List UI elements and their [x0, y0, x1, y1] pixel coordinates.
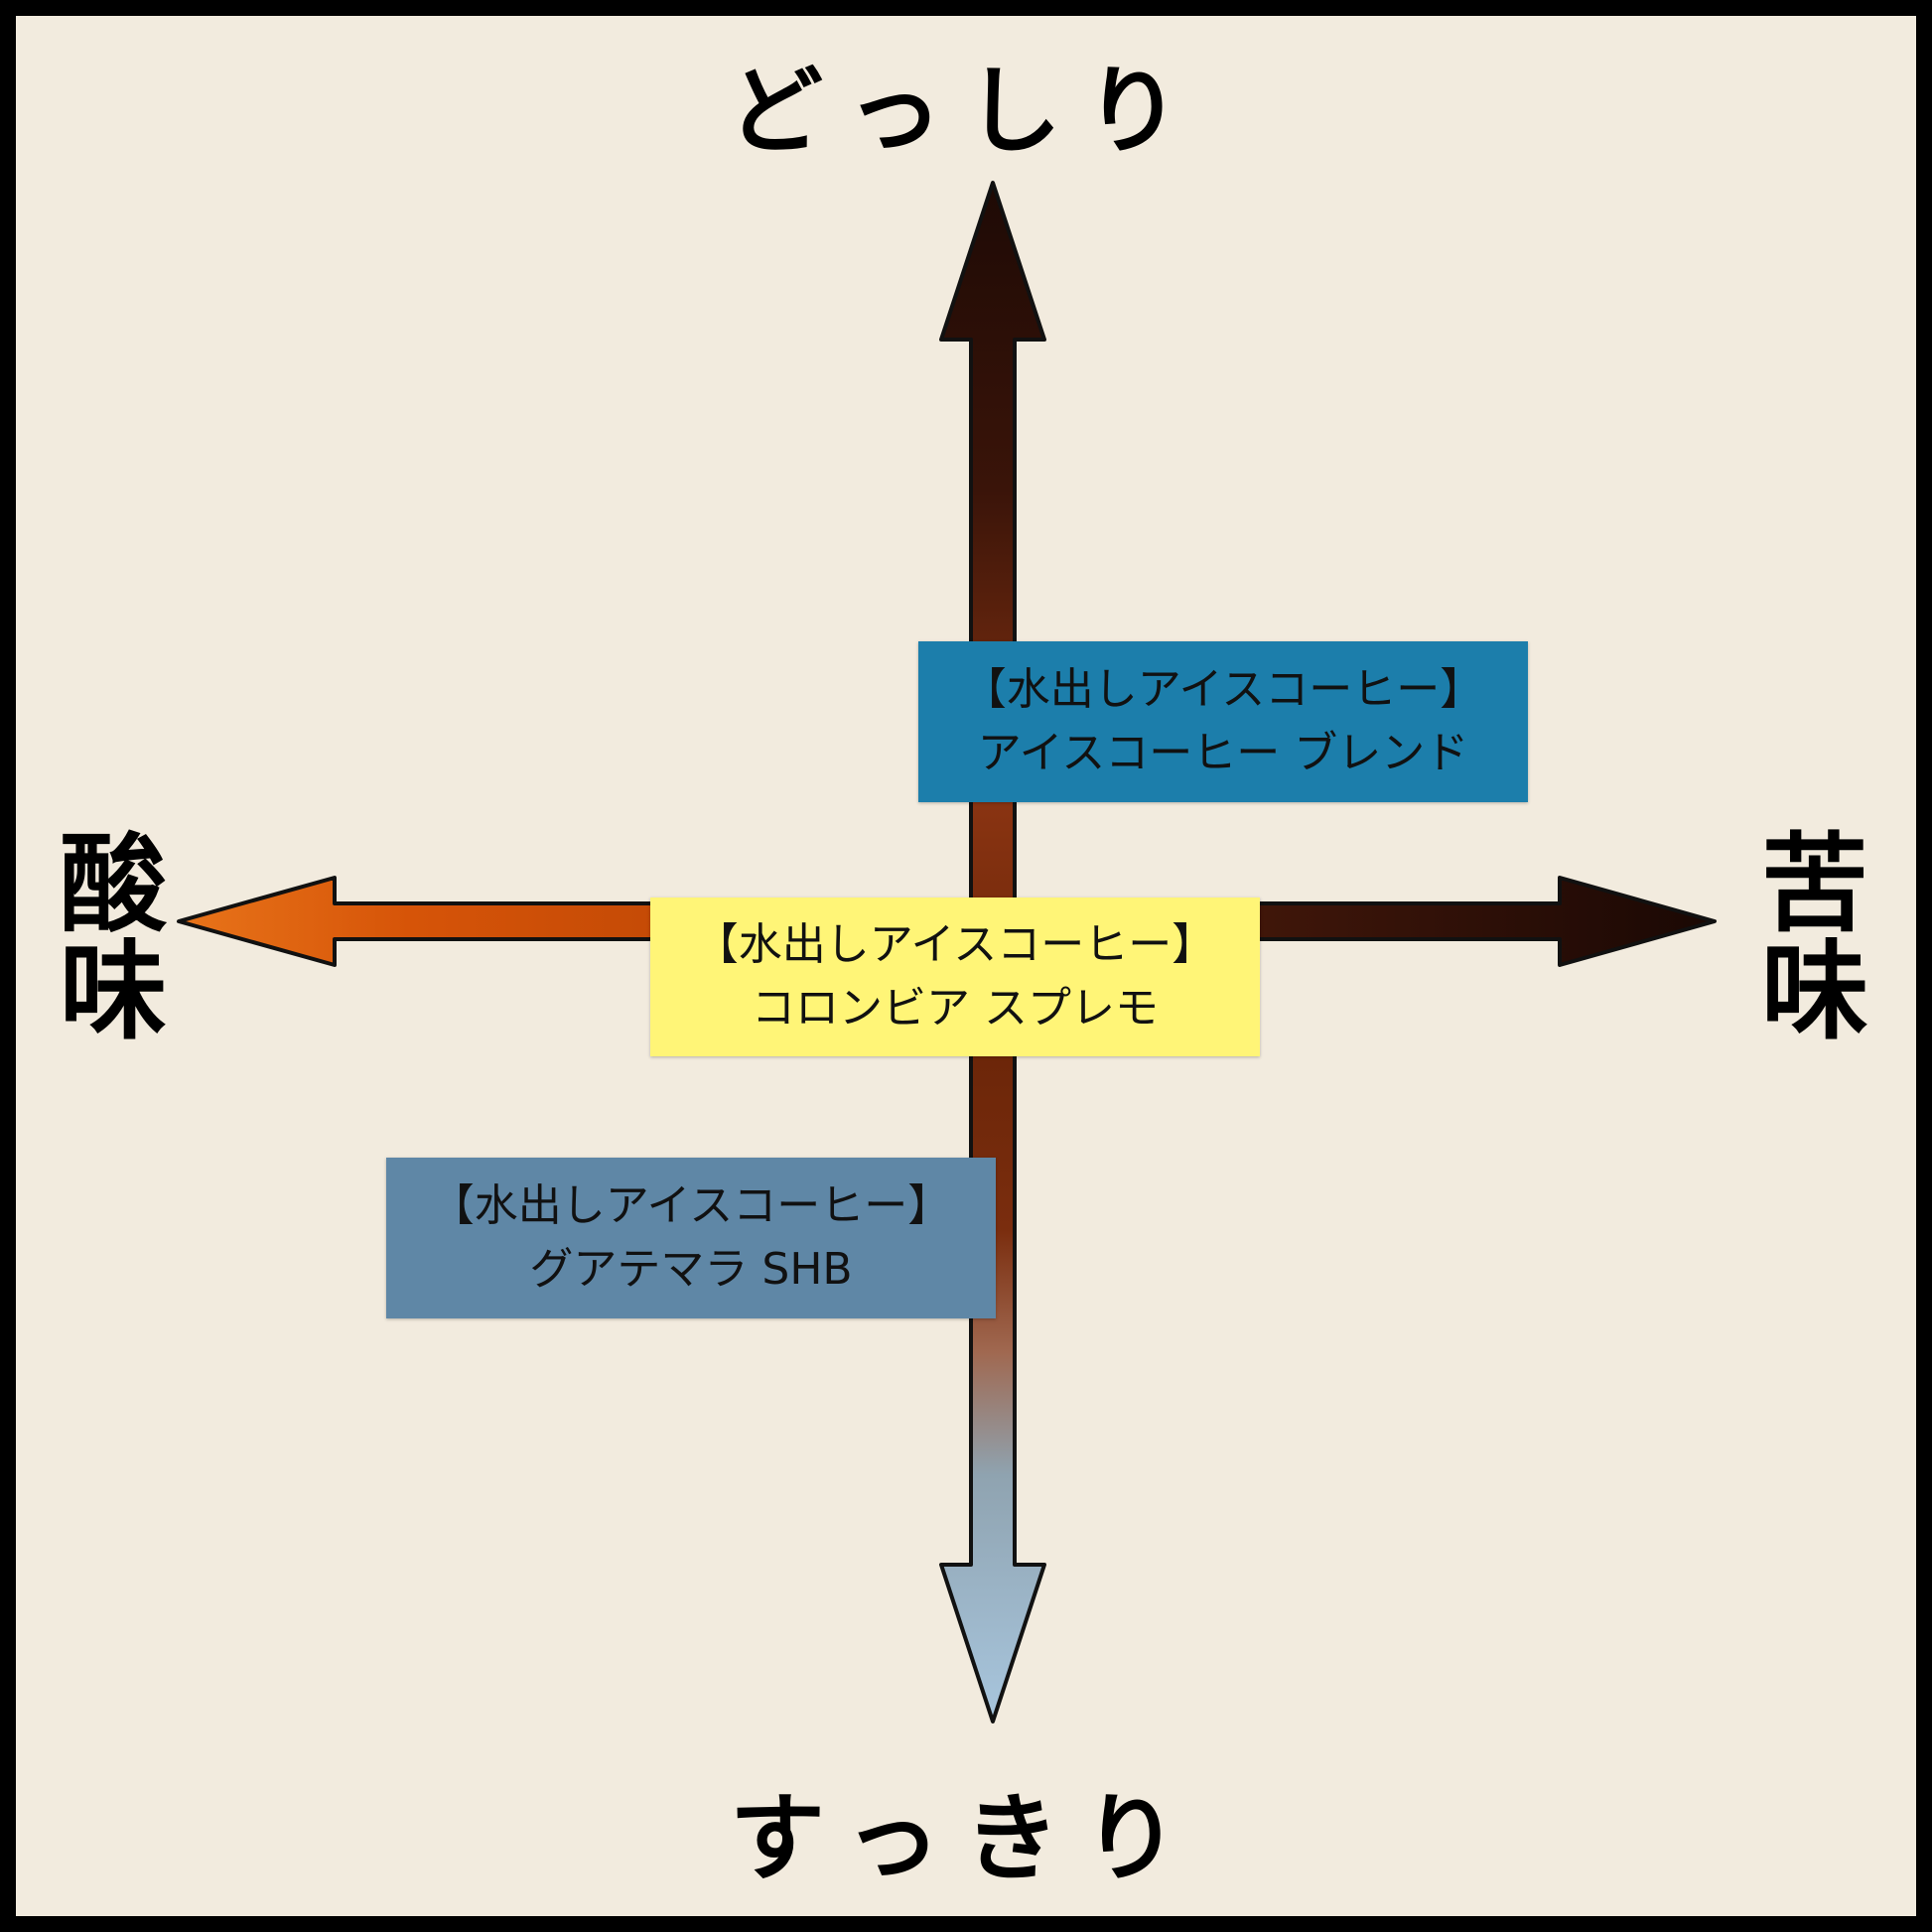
product-box-colombia: 【水出しアイスコーヒー】 コロンビア スプレモ [650, 897, 1260, 1056]
axis-label-left: 酸 味 [54, 832, 173, 1046]
product-box-guatemala: 【水出しアイスコーヒー】 グアテマラ SHB [386, 1158, 996, 1318]
axis-label-right-char: 味 [1760, 930, 1868, 1054]
axis-label-top: どっしり [728, 56, 1204, 167]
product-box-blend: 【水出しアイスコーヒー】 アイスコーヒー ブレンド [918, 641, 1528, 802]
axis-label-bottom: すっきり [729, 1783, 1203, 1894]
axis-label-right-char: 苦 [1760, 823, 1868, 947]
product-series-label: 【水出しアイスコーヒー】 [962, 664, 1484, 716]
axis-label-left-char: 酸 [59, 823, 167, 947]
axis-label-right: 苦 味 [1755, 832, 1874, 1046]
product-name: グアテマラ SHB [529, 1244, 853, 1295]
product-name: アイスコーヒー ブレンド [977, 728, 1469, 778]
product-series-label: 【水出しアイスコーヒー】 [430, 1180, 952, 1232]
product-name: コロンビア スプレモ [752, 983, 1159, 1034]
axis-label-left-char: 味 [59, 930, 167, 1054]
product-series-label: 【水出しアイスコーヒー】 [694, 919, 1216, 971]
diagram-frame: どっしり すっきり 酸 味 苦 味 【水出しアイスコーヒー】 アイスコーヒー ブ… [16, 16, 1916, 1916]
